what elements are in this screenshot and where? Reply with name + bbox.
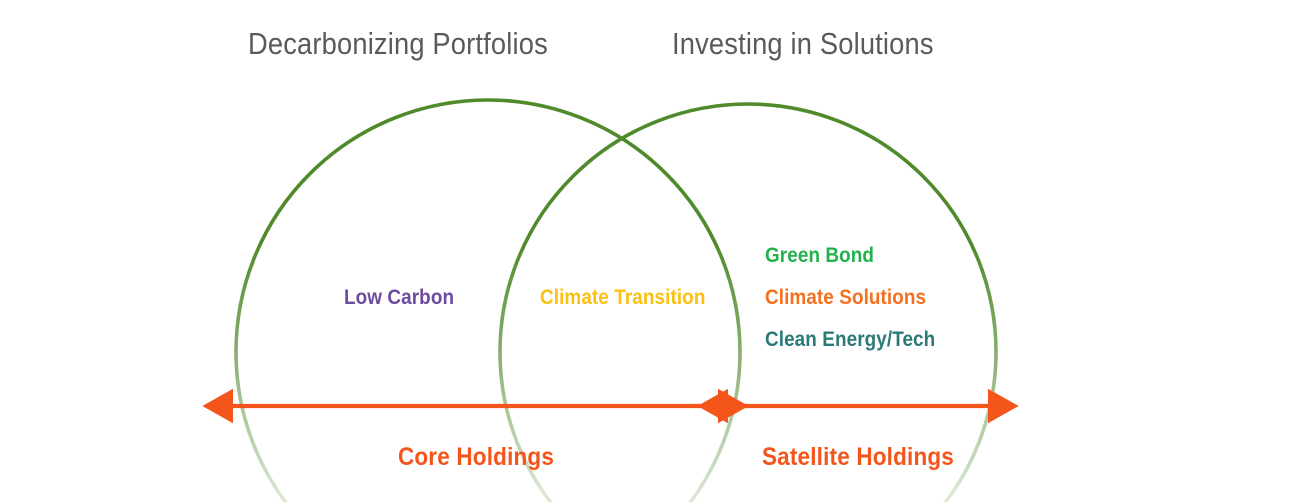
venn-circle-decarbonizing [234,98,742,502]
axis-label-satellite-holdings: Satellite Holdings [761,443,955,471]
segment-label-green-bond: Green Bond [765,244,875,267]
heading-investing-in-solutions: Investing in Solutions [672,26,934,61]
segment-label-climate-transition: Climate Transition [540,286,706,309]
axis-label-core-holdings: Core Holdings [397,443,555,471]
segment-label-clean-energy-tech: Clean Energy/Tech [765,328,936,351]
segment-label-climate-solutions: Climate Solutions [765,286,927,309]
segment-label-low-carbon: Low Carbon [344,286,455,309]
heading-decarbonizing-portfolios: Decarbonizing Portfolios [248,26,548,61]
venn-circle-investing [498,102,998,502]
